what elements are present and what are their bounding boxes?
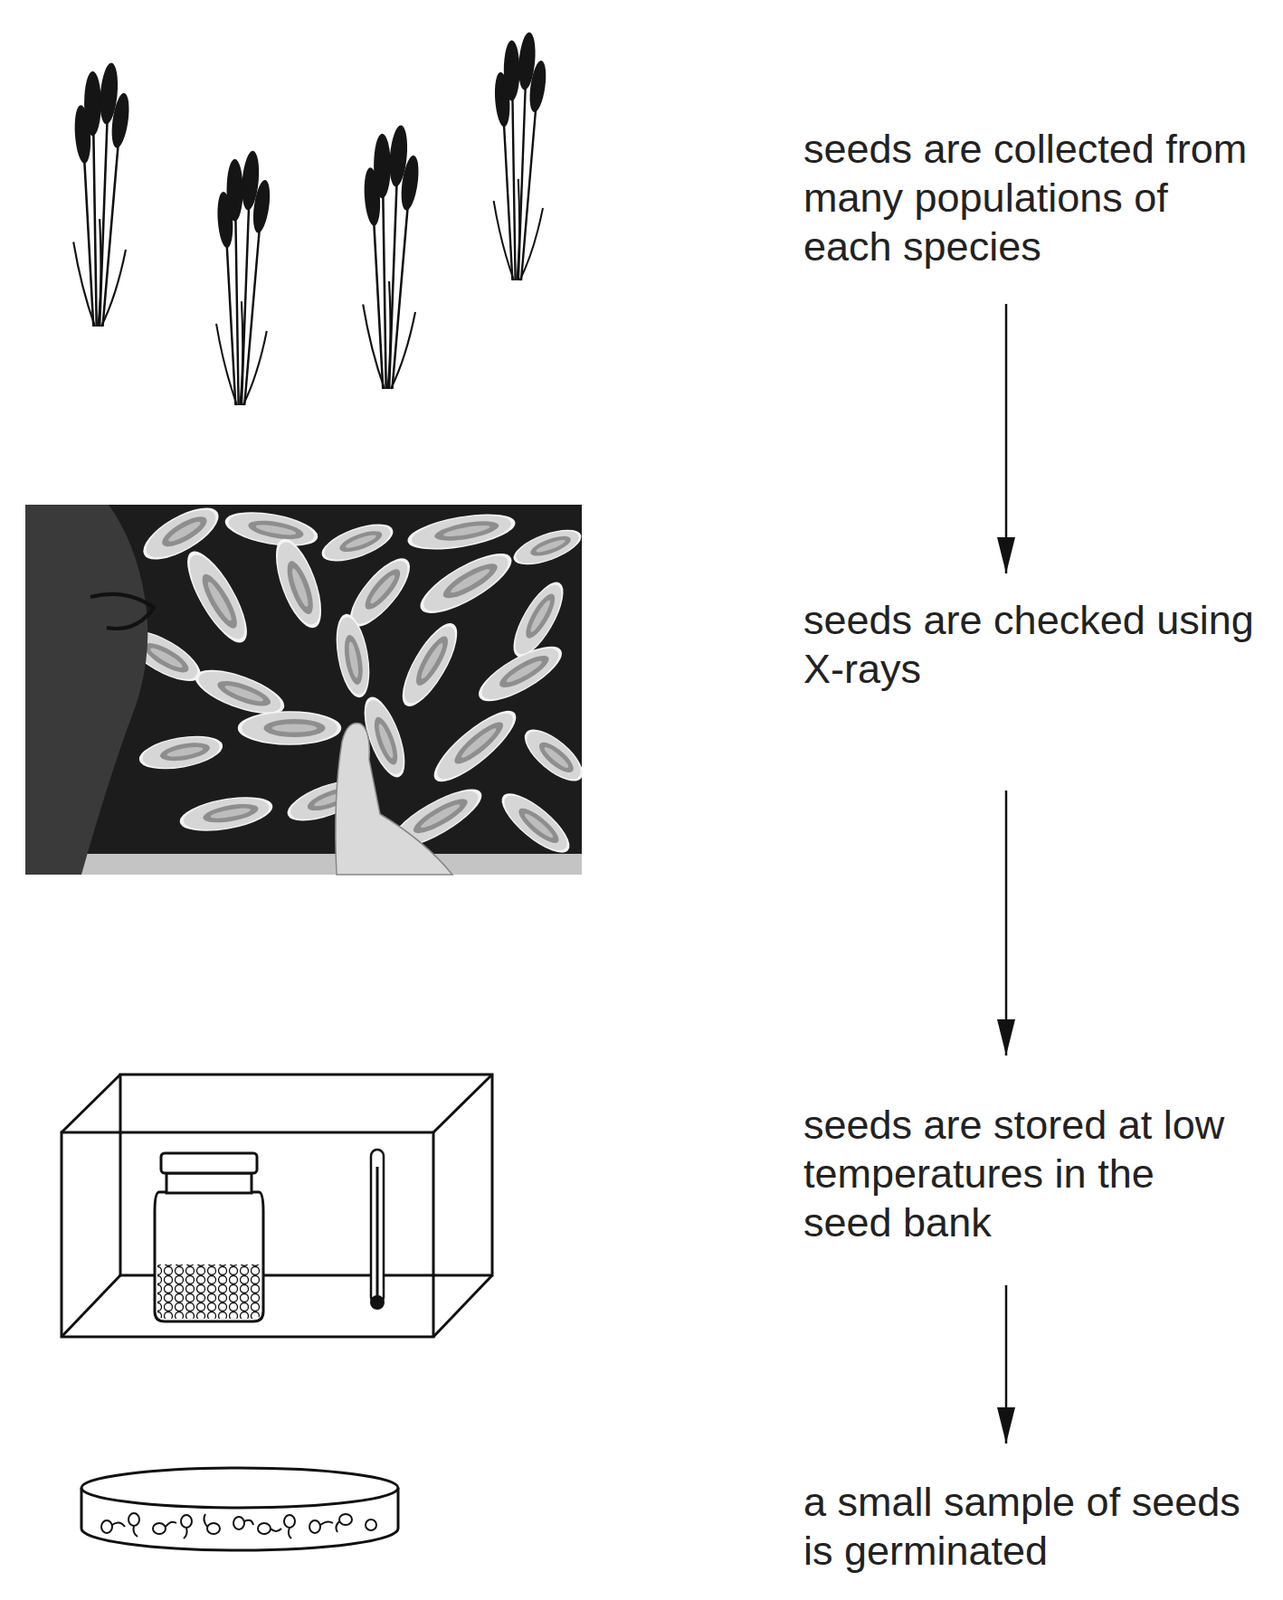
grass-clump [362, 124, 422, 390]
seed-jar [154, 1153, 264, 1322]
flow-arrow [1005, 304, 1008, 574]
step-label: a small sample of seeds is germinated [803, 1478, 1256, 1577]
step-text: seeds are stored at low temperatures in … [803, 1101, 1238, 1248]
step-label: seeds are collected from many population… [803, 124, 1256, 272]
grass-clump [493, 31, 549, 281]
step-text: seeds are checked using X-rays [803, 596, 1274, 694]
step-text: a small sample of seeds is germinated [803, 1478, 1256, 1577]
storage-box [61, 1074, 493, 1338]
step-label: seeds are checked using X-rays [803, 596, 1274, 694]
xray-photo [25, 499, 590, 875]
petri-dish [81, 1468, 399, 1551]
flow-arrow [1005, 790, 1008, 1056]
grass-plants [73, 31, 550, 406]
grass-clump [216, 150, 274, 406]
flow-arrow [1005, 1285, 1008, 1445]
step-label: seeds are stored at low temperatures in … [803, 1101, 1238, 1248]
step-text: seeds are collected from many population… [803, 124, 1256, 272]
thermometer [370, 1149, 385, 1311]
grass-clump [73, 62, 133, 327]
